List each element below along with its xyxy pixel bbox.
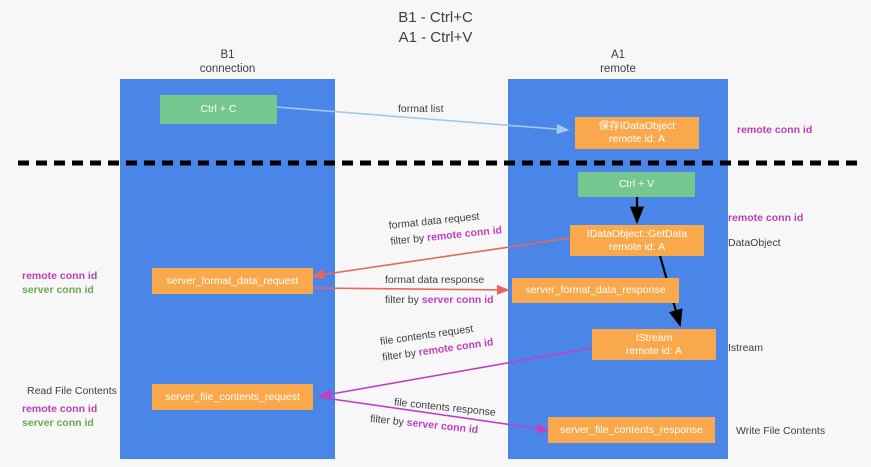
highlight-server-conn-id: server conn id xyxy=(406,416,479,437)
node-idataobject-getdata[interactable]: IDataObject::GetData remote id: A xyxy=(570,225,704,256)
side-label-remote-conn-id-mid: remote conn id xyxy=(728,212,804,224)
node-ctrl-v[interactable]: Ctrl + V xyxy=(578,172,695,197)
side-label-left-server-conn-id-mid: server conn id xyxy=(22,284,94,296)
edge-label-format-data-response: format data response filter by server co… xyxy=(385,272,494,308)
edge-label-format-list: format list xyxy=(398,103,444,115)
side-label-read-file-contents: Read File Contents xyxy=(27,385,117,397)
column-header-b1: B1 connection xyxy=(199,49,256,75)
side-label-istream: Istream xyxy=(728,342,764,354)
edge-label-format-data-response-line2: filter by server conn id xyxy=(385,294,494,306)
edge-label-file-contents-response: file contents response filter by server … xyxy=(369,392,497,440)
node-server-file-contents-response[interactable]: server_file_contents_response xyxy=(548,417,715,443)
edge-label-format-data-response-line1: format data response xyxy=(385,274,485,286)
side-label-left-remote-conn-id-bottom: remote conn id xyxy=(22,403,98,415)
node-istream-remote[interactable]: IStream remote id: A xyxy=(592,329,716,360)
node-server-format-data-response[interactable]: server_format_data_response xyxy=(512,278,679,303)
side-label-left-server-conn-id-bottom: server conn id xyxy=(22,417,94,429)
node-ctrl-c[interactable]: Ctrl + C xyxy=(160,95,277,124)
side-label-write-file-contents: Write File Contents xyxy=(736,425,826,437)
node-server-file-contents-request[interactable]: server_file_contents_request xyxy=(152,384,313,410)
edge-label-file-contents-request: file contents request filter by remote c… xyxy=(379,318,494,365)
diagram-title: B1 - Ctrl+C A1 - Ctrl+V xyxy=(398,9,473,46)
column-header-a1: A1 remote xyxy=(600,49,636,75)
side-label-dataobject: DataObject xyxy=(728,237,781,249)
side-label-left-remote-conn-id-mid: remote conn id xyxy=(22,270,98,282)
node-idataobject-remote[interactable]: 保存IDataObject remote id: A xyxy=(575,117,699,149)
side-label-remote-conn-id-top: remote conn id xyxy=(737,124,813,136)
node-server-format-data-request[interactable]: server_format_data_request xyxy=(152,268,313,294)
edge-label-format-data-request: format data request filter by remote con… xyxy=(388,206,503,250)
highlight-server-conn-id: server conn id xyxy=(421,294,494,306)
